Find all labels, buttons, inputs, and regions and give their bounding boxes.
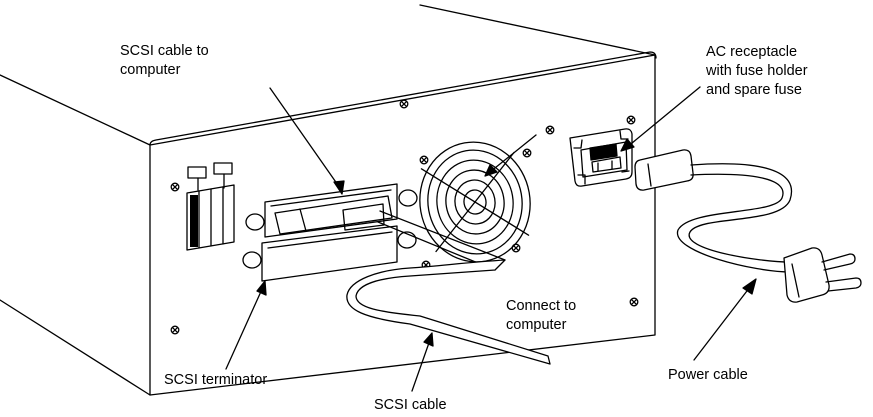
label-line: with fuse holder — [706, 63, 808, 79]
scsi-terminator — [242, 225, 417, 282]
label-line: computer — [506, 317, 567, 333]
label-connect-to-computer: Connect to computer — [506, 297, 576, 335]
label-scsi-cable-to-computer: SCSI cable to computer — [120, 42, 209, 80]
label-line: Connect to — [506, 298, 577, 314]
enclosure — [0, 4, 657, 396]
leader-lines — [225, 86, 757, 392]
scsi-connector-upper — [245, 183, 506, 271]
label-line: and spare fuse — [706, 82, 802, 98]
label-scsi-cable: SCSI cable — [374, 397, 447, 413]
power-cable — [634, 149, 862, 303]
fan-guard — [419, 141, 531, 263]
label-scsi-terminator: SCSI terminator — [164, 372, 268, 388]
screws — [170, 99, 639, 335]
ac-receptacle — [569, 128, 633, 187]
label-line: computer — [120, 62, 181, 78]
label-line: AC receptacle — [706, 44, 798, 60]
label-ac-receptacle: AC receptacle with fuse holder and spare… — [706, 43, 808, 100]
label-line: SCSI cable to — [120, 43, 209, 59]
label-power-cable: Power cable — [668, 367, 748, 383]
scsi-cable — [346, 259, 551, 365]
switch-block — [186, 162, 235, 251]
